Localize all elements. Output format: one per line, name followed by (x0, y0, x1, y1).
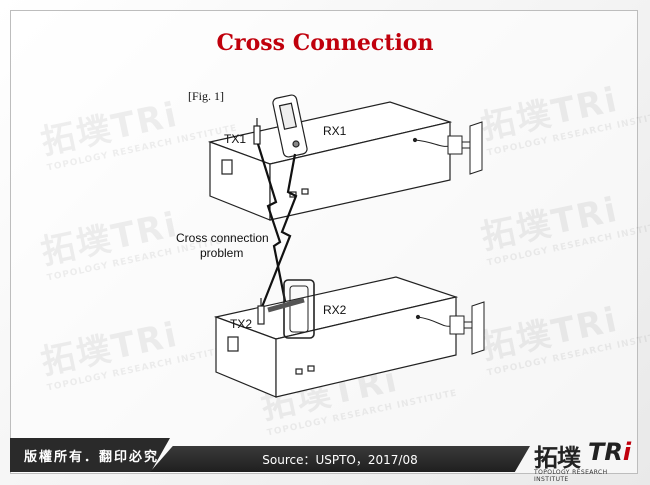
signal-path-tx2 (260, 153, 298, 308)
lower-power-plug-icon (417, 301, 485, 355)
tri-logo: 拓墣 TRi TOPOLOGY RESEARCH INSTITUTE (530, 438, 640, 483)
upper-box-side (269, 121, 451, 221)
copyright-banner: 版權所有．翻印必究 (10, 438, 170, 472)
patent-figure: [Fig. 1] (150, 82, 550, 412)
source-bar: Source：USPTO，2017/08 (150, 446, 530, 472)
rx2-label: RX2 (323, 303, 347, 317)
upper-device-box (207, 101, 453, 221)
tx2-label: TX2 (230, 317, 252, 331)
lower-box-led (295, 368, 303, 375)
signal-path-tx1 (256, 143, 288, 307)
copyright-text: 版權所有．翻印必究 (24, 449, 160, 465)
cross-connection-signals (256, 143, 298, 308)
logo-i: i (622, 438, 632, 466)
rx1-device-icon (272, 94, 308, 158)
slide-frame (10, 10, 638, 474)
lower-device-box (213, 276, 459, 398)
problem-label-line1: Cross connection (176, 231, 269, 245)
logo-tr: TR (588, 438, 623, 466)
cross-connection-diagram: [Fig. 1] (176, 89, 485, 398)
lower-box-port (227, 336, 239, 352)
upper-box-led (301, 188, 309, 195)
lower-box-side (275, 296, 457, 398)
logo-cn-text: 拓墣 (534, 444, 581, 472)
lower-box-led (307, 365, 315, 372)
tx1-label: TX1 (224, 132, 246, 146)
footer: 版權所有．翻印必究 Source：USPTO，2017/08 拓墣 TRi TO… (0, 438, 650, 485)
problem-label-line2: problem (200, 246, 243, 260)
rx1-label: RX1 (323, 124, 347, 138)
figure-label: [Fig. 1] (188, 89, 224, 103)
upper-power-plug-icon (414, 121, 483, 175)
logo-tri-text: TRi (588, 438, 631, 466)
logo-en-text: TOPOLOGY RESEARCH INSTITUTE (534, 469, 608, 483)
source-text: Source：USPTO，2017/08 (262, 452, 418, 467)
slide-title: Cross Connection (216, 30, 434, 56)
upper-box-port (221, 159, 233, 175)
rx2-device-icon (267, 279, 315, 339)
tx2-antenna-icon (257, 298, 265, 325)
tx1-antenna-icon (253, 118, 261, 145)
